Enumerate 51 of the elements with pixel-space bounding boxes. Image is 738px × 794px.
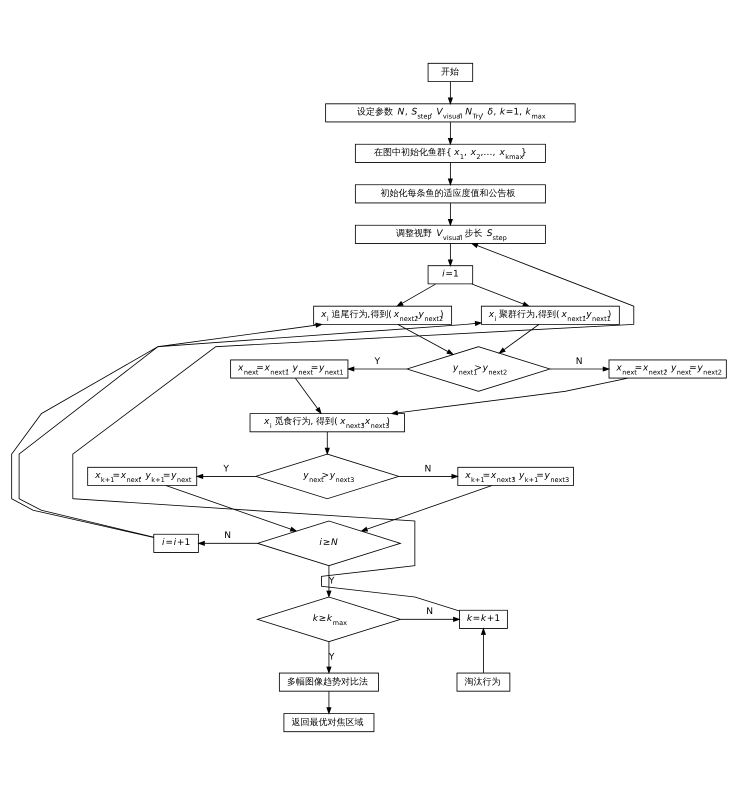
node-box: 调整视野 V$_{visual}$, 步长 S$_{step}$ bbox=[354, 224, 546, 244]
edge-label: N bbox=[224, 530, 232, 541]
arrow bbox=[480, 626, 486, 673]
node-box: i=i+1 bbox=[153, 533, 199, 552]
arrow bbox=[550, 366, 610, 372]
arrow bbox=[400, 616, 461, 622]
arrow bbox=[396, 283, 436, 306]
node-diamond: i≥N bbox=[256, 520, 402, 566]
arrow bbox=[448, 121, 453, 145]
node-box: x$_{i}$ 追尾行为,得到(x$_{next2}$,y$_{next2}$) bbox=[313, 305, 452, 324]
node-box: i=1 bbox=[428, 264, 474, 284]
edge-label: Y bbox=[374, 356, 380, 366]
node-box: 在图中初始化鱼群{x$_{1}$, x$_{2}$,…, x$_{kmax}$} bbox=[354, 143, 546, 162]
arrow bbox=[398, 473, 459, 478]
edge-label: N bbox=[426, 606, 434, 617]
node-box: 初始化每条鱼的适应度值和公告板 bbox=[354, 184, 546, 203]
arrow bbox=[471, 283, 530, 306]
node-box: 淘汰行为 bbox=[456, 672, 510, 692]
node-box: x$_{i}$ 觅食行为, 得到(x$_{next3}$,x$_{next3}$) bbox=[250, 412, 405, 432]
arrow bbox=[498, 324, 540, 354]
edge-label: N bbox=[424, 464, 432, 474]
node-box: 返回最优对焦区域 bbox=[283, 712, 374, 732]
node-box: 多幅图像趋势对比法 bbox=[278, 672, 379, 692]
arrow bbox=[197, 540, 258, 546]
arrow bbox=[72, 242, 634, 611]
node-box: x$_{k+1}$=x$_{next3}$, y$_{k+1}$=y$_{next3}$ bbox=[457, 466, 574, 486]
node-box: x$_{i}$ 聚群行为,得到(x$_{next1}$,y$_{next1}$) bbox=[480, 305, 620, 324]
arrow bbox=[346, 366, 408, 372]
node-diamond: k≥k$_{max}$ bbox=[256, 596, 402, 642]
node-box: x$_{k+1}$=x$_{next}$, y$_{k+1}$=y$_{next}$ bbox=[87, 466, 198, 486]
arrow bbox=[448, 242, 453, 266]
arrow bbox=[165, 484, 298, 532]
arrow bbox=[398, 324, 454, 354]
arrow bbox=[324, 430, 330, 455]
arrow bbox=[196, 473, 256, 478]
node-box: 开始 bbox=[428, 62, 474, 82]
node-box: x$_{next}$=x$_{next2}$, y$_{next}$=y$_{next2}$ bbox=[608, 359, 727, 378]
arrow bbox=[448, 162, 453, 186]
arrow bbox=[11, 320, 482, 538]
edge-label: Y bbox=[223, 464, 229, 474]
node-box: x$_{next}$=x$_{next1}$, y$_{next}$=y$_{next1}$ bbox=[230, 359, 348, 378]
arrow bbox=[18, 322, 324, 538]
arrow bbox=[448, 80, 453, 104]
arrow bbox=[390, 377, 628, 415]
node-box: k=k+1 bbox=[459, 609, 508, 628]
arrow bbox=[294, 377, 322, 414]
arrow bbox=[326, 690, 332, 714]
node-diamond: y$_{next}$>y$_{next3}$ bbox=[254, 453, 400, 499]
arrow bbox=[448, 202, 453, 226]
arrow bbox=[360, 484, 492, 532]
edge-label: N bbox=[576, 356, 583, 366]
